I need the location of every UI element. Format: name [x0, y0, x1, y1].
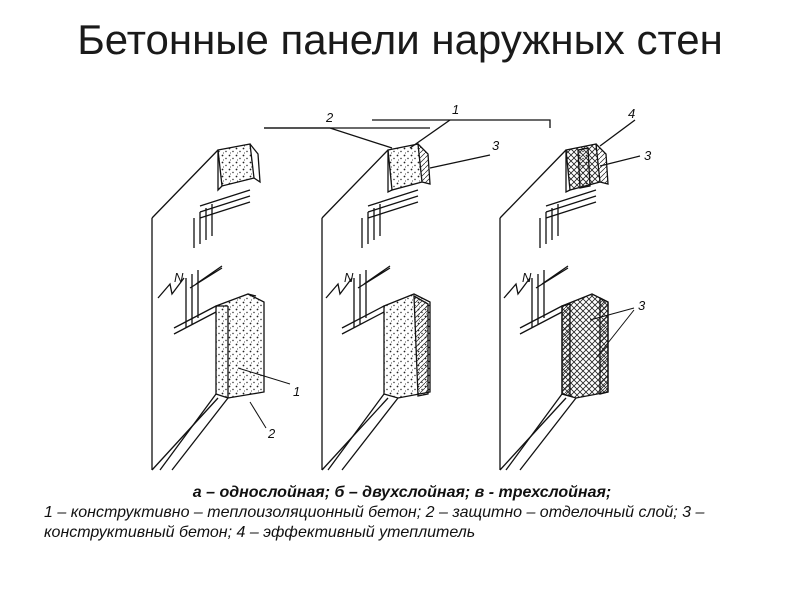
leader-line: [409, 119, 451, 149]
callout-b-3: 3: [492, 138, 500, 153]
leader-line: [429, 154, 491, 169]
wall-panel-diagram: 1 2 N N 2 1 3: [151, 102, 652, 471]
callout-c-3-bottom: 3: [638, 298, 646, 313]
leader-line: [264, 127, 393, 149]
break-mark-c: N: [522, 270, 532, 285]
callout-b-1: 1: [452, 102, 459, 117]
caption-legend: 1 – конструктивно – теплоизоляционный бе…: [44, 504, 705, 541]
panel-a: [151, 143, 265, 471]
callout-a-2: 2: [267, 426, 276, 441]
leader-line: [599, 119, 636, 147]
slide-title: Бетонные панели наружных стен: [77, 16, 723, 63]
leader-line: [372, 119, 551, 128]
panel-b: [321, 143, 431, 471]
callout-c-3-top: 3: [644, 148, 652, 163]
break-mark-b: N: [344, 270, 354, 285]
callout-c-4: 4: [628, 106, 635, 121]
caption-heading: а – однослойная; б – двухслойная; в - тр…: [192, 484, 612, 501]
callout-a-1: 1: [293, 384, 300, 399]
break-mark-a: N: [174, 270, 184, 285]
panel-c: [499, 143, 609, 471]
callout-b-2: 2: [325, 110, 334, 125]
figure-caption: а – однослойная; б – двухслойная; в - тр…: [44, 483, 760, 543]
